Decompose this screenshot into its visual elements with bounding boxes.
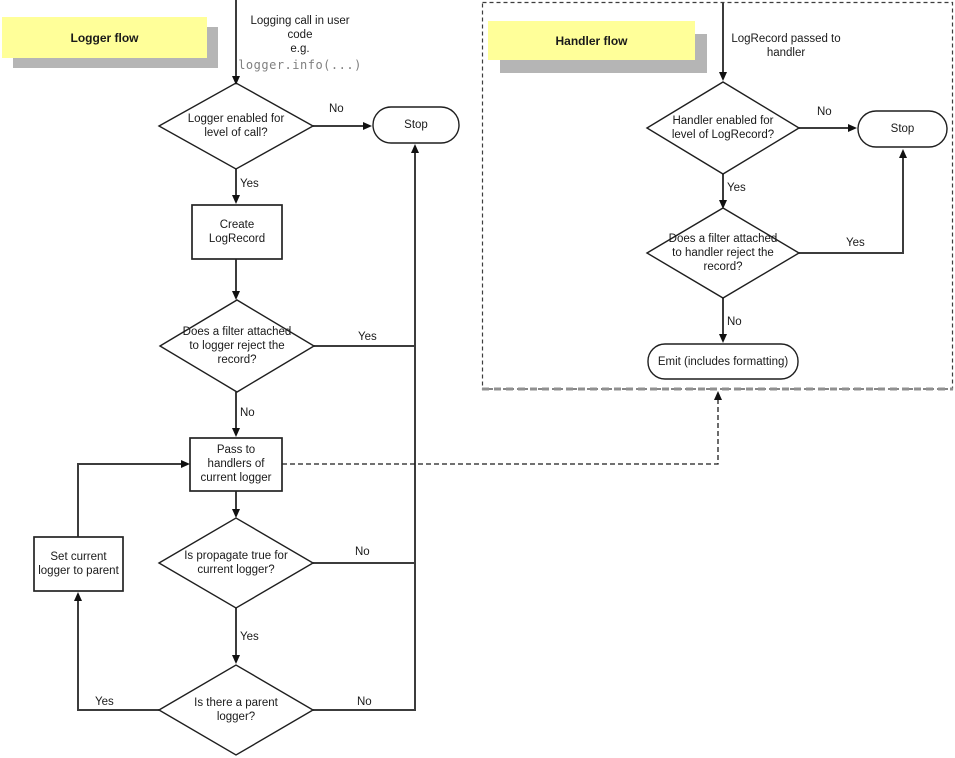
decision-handler-level-shape <box>645 81 801 175</box>
decision-parent-shape <box>157 664 315 756</box>
decision-logger-filter-shape <box>158 299 316 393</box>
create-logrecord-shape <box>191 204 283 260</box>
logger-start-text: Logging call in user code e.g. <box>250 15 350 55</box>
logger-stop-label: Stop <box>404 119 428 131</box>
logger-stop-shape <box>372 106 460 144</box>
emit-shape <box>647 343 799 380</box>
edge-label-handler-filter-no: No <box>727 316 742 328</box>
edge-label-propagate-no: No <box>355 546 370 558</box>
decision-logger-level-label: Logger enabled for level of call? <box>187 113 285 139</box>
cross-link-dashed-edge <box>282 398 719 465</box>
edge-label-logger-level-yes: Yes <box>240 178 259 190</box>
set-current-logger-shape <box>33 536 124 592</box>
decision-parent-label: Is there a parent logger? <box>194 697 278 723</box>
edge-label-handler-filter-yes: Yes <box>846 237 865 249</box>
pass-to-handlers-shape <box>189 437 283 492</box>
decision-handler-level-label: Handler enabled for level of LogRecord? <box>671 115 775 141</box>
handler-start-text: LogRecord passed to handler <box>731 33 841 59</box>
arrowheads <box>74 72 907 664</box>
handler-stop-label: Stop <box>890 123 915 135</box>
handler-flow-shapes <box>645 81 948 380</box>
logger-flow-shapes <box>33 82 460 756</box>
decision-handler-filter-shape <box>645 207 801 299</box>
pass-to-handlers-label: Pass to handlers of current logger <box>200 444 272 484</box>
edge-label-propagate-yes: Yes <box>240 631 259 643</box>
edge-label-parent-no: No <box>357 696 372 708</box>
decision-propagate-shape <box>157 517 315 609</box>
handler-stop-shape <box>857 110 948 148</box>
emit-label: Emit (includes formatting) <box>657 355 789 368</box>
handler-flow-box <box>481 1 954 391</box>
logger-flow-title-note: Logger flow <box>2 17 207 58</box>
edge-label-logger-filter-no: No <box>240 407 255 419</box>
edge-label-logger-filter-yes: Yes <box>358 331 377 343</box>
handler-flow-title: Handler flow <box>555 33 628 48</box>
logger-flow-title: Logger flow <box>70 30 139 45</box>
decision-logger-filter-label: Does a filter attached to logger reject … <box>182 326 292 366</box>
decision-propagate-label: Is propagate true for current logger? <box>184 550 288 576</box>
handler-flow-edges <box>722 3 904 335</box>
set-current-logger-label: Set current logger to parent <box>38 551 119 577</box>
edge-label-parent-yes: Yes <box>95 696 114 708</box>
handler-flow-title-note: Handler flow <box>488 21 695 60</box>
create-logrecord-label: Create LogRecord <box>208 219 266 245</box>
logger-flow-edges <box>77 0 416 711</box>
logger-start-code: logger.info(...) <box>238 58 362 72</box>
edge-label-handler-level-no: No <box>817 106 832 118</box>
decision-logger-level-shape <box>157 82 315 170</box>
edge-label-logger-level-no: No <box>329 103 344 115</box>
decision-handler-filter-label: Does a filter attached to handler reject… <box>668 233 778 273</box>
edge-label-handler-level-yes: Yes <box>727 182 746 194</box>
